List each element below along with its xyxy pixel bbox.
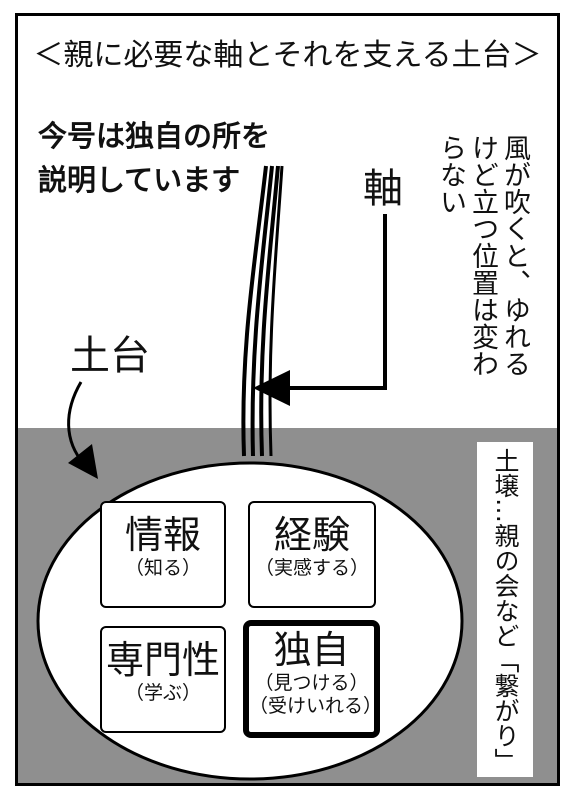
axis-arrow-line <box>280 214 387 390</box>
issue-note: 今号は独自の所を 説明しています <box>38 114 270 202</box>
base-arrow-line <box>67 381 86 465</box>
axis-stem <box>241 165 268 457</box>
issue-note-line-2: 説明しています <box>38 163 241 197</box>
unique-box-subtitle-1: （見つける） <box>254 672 369 694</box>
info-box-title: 情報 <box>124 513 201 557</box>
wind-note-line-2: けど立つ位置は変わ <box>467 134 498 377</box>
expertise-box-title: 専門性 <box>105 638 220 682</box>
axis-arrow-head <box>253 370 290 406</box>
experience-box-title: 経験 <box>273 513 350 557</box>
experience-box: 経験 （実感する） <box>248 501 376 608</box>
unique-box-subtitle-2: （受けいれる） <box>249 695 383 717</box>
issue-note-line-1: 今号は独自の所を <box>38 119 271 153</box>
axis-stem-3 <box>259 165 280 457</box>
axis-stem-2 <box>250 165 274 457</box>
unique-box-title: 独自 <box>273 628 350 672</box>
experience-box-subtitle: （実感する） <box>254 557 369 579</box>
expertise-box: 専門性 （学ぶ） <box>100 626 226 733</box>
info-box: 情報 （知る） <box>100 501 226 608</box>
diagram-frame: ＜親に必要な軸とそれを支える土台＞ 今号は独自の所を 説明しています 軸 風が吹… <box>15 13 560 786</box>
wind-note: 風が吹くと、ゆれる けど立つ位置は変わ らない <box>434 134 530 414</box>
axis-label: 軸 <box>363 166 403 212</box>
base-label: 土台 <box>70 333 150 379</box>
axis-stem-4 <box>268 165 284 457</box>
wind-note-line-3: らない <box>435 134 466 215</box>
page-title: ＜親に必要な軸とそれを支える土台＞ <box>33 38 542 73</box>
base-arrow-head <box>68 444 98 479</box>
info-box-subtitle: （知る） <box>124 557 201 579</box>
wind-note-line-1: 風が吹くと、ゆれる <box>499 134 530 377</box>
expertise-box-subtitle: （学ぶ） <box>124 682 201 704</box>
soil-label: 土壌…親の会など「繋がり」 <box>477 442 533 777</box>
unique-box: 独自 （見つける） （受けいれる） <box>243 620 383 738</box>
